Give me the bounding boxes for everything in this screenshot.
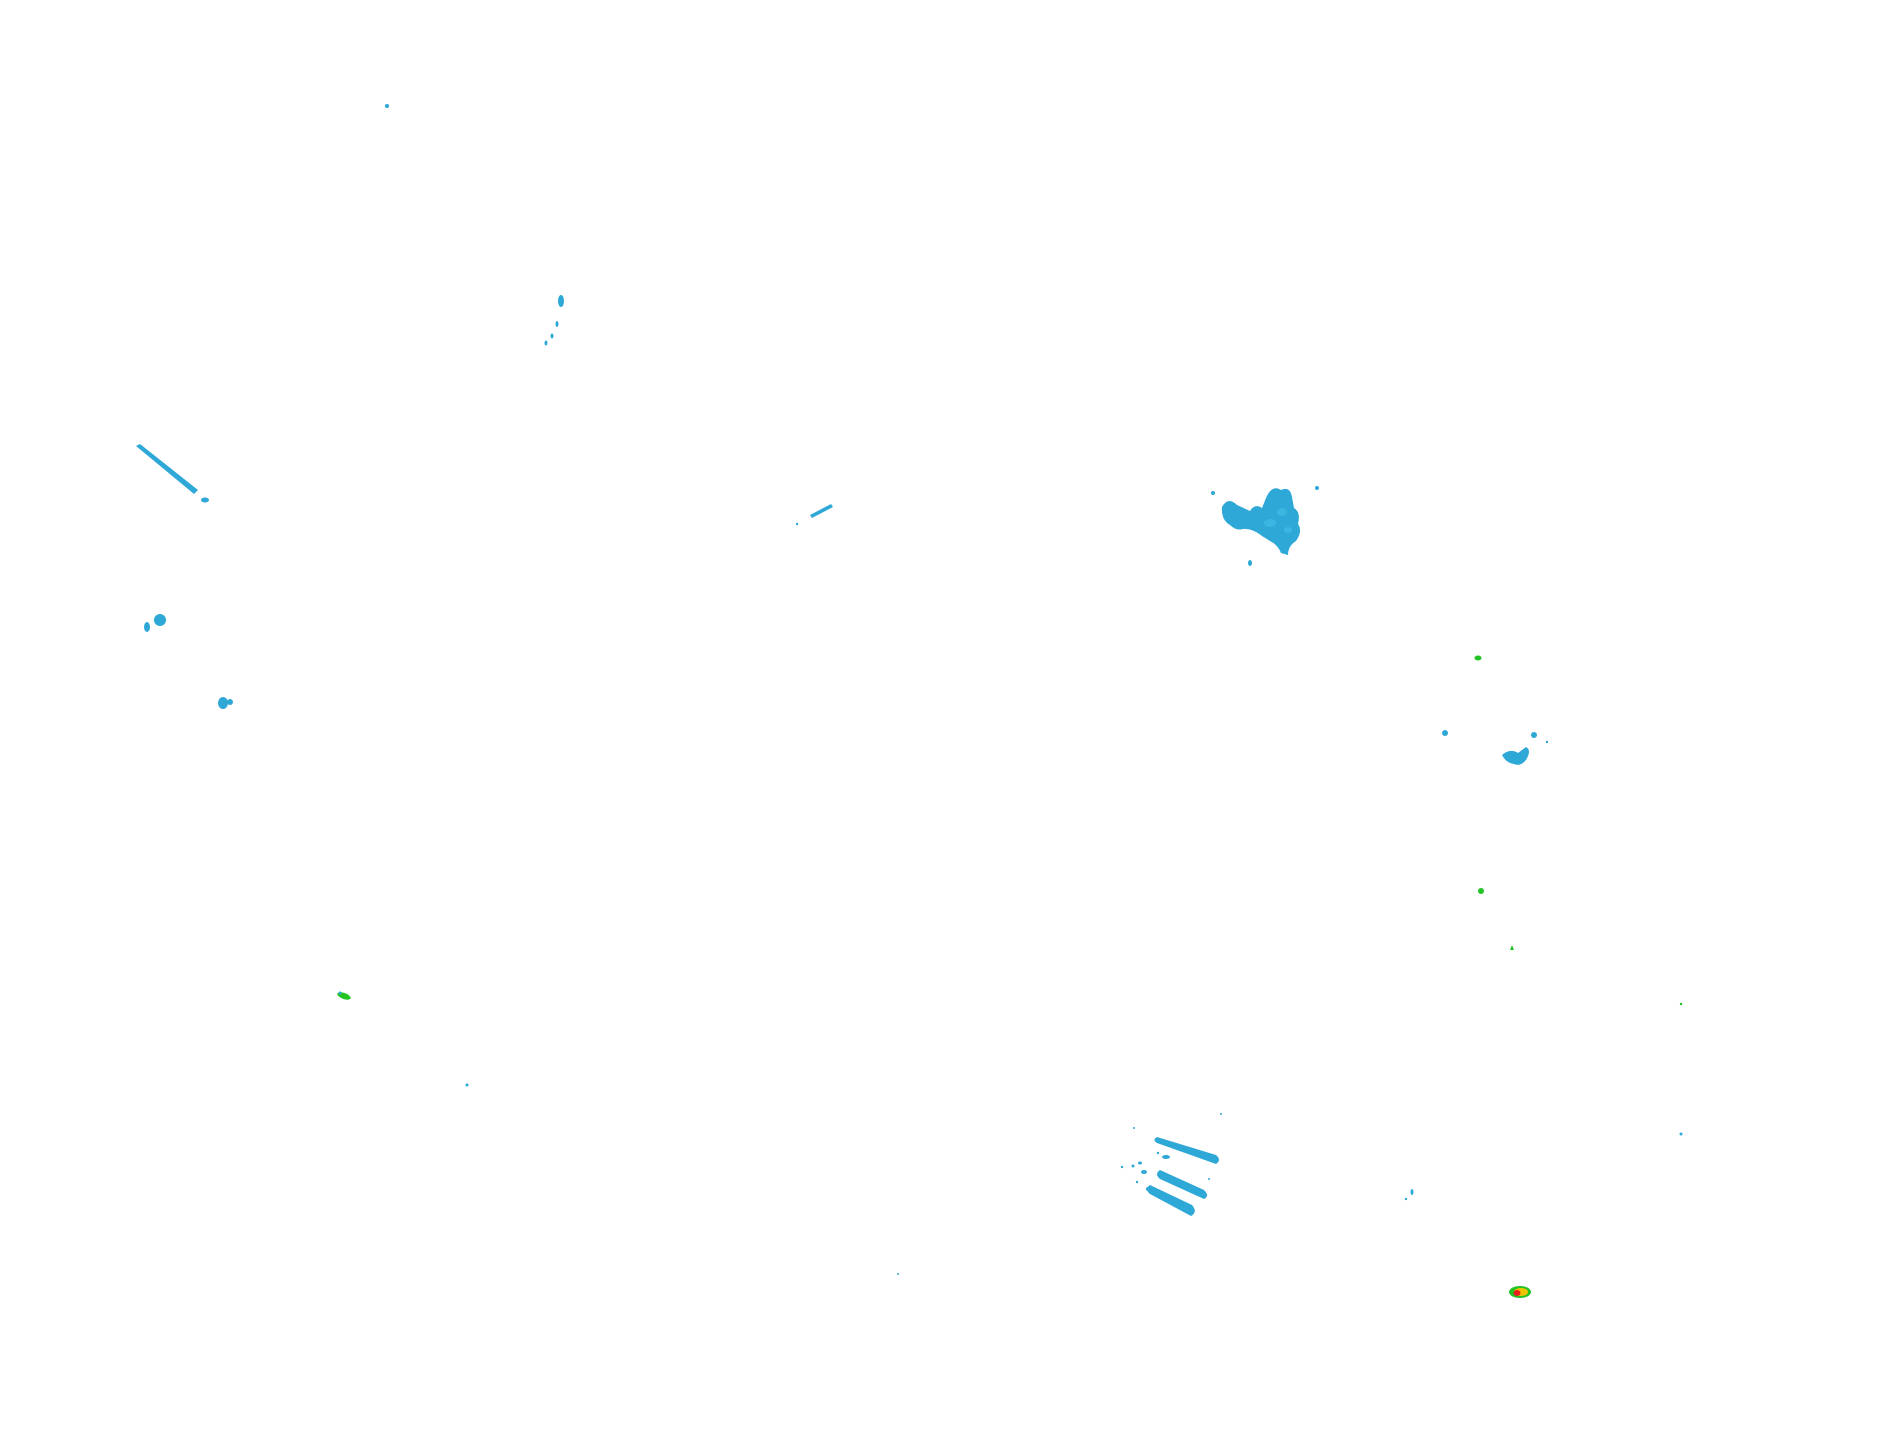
echo-cluster-10 xyxy=(1442,730,1549,765)
echo-cluster-2 xyxy=(544,295,564,346)
echo-cluster-17 xyxy=(1404,1189,1414,1201)
echo-cluster-16 xyxy=(1120,1113,1222,1216)
echo-storm-cell-18 xyxy=(1509,1286,1531,1298)
echo-streak-3 xyxy=(136,444,209,503)
echo-layer xyxy=(136,104,1683,1298)
echo-streak-4 xyxy=(795,504,833,526)
echo-cell-14 xyxy=(1679,1002,1683,1006)
echo-cluster-6 xyxy=(1211,486,1319,566)
echo-cell-1 xyxy=(385,104,389,108)
echo-cell-7 xyxy=(1474,655,1482,661)
echo-cell-9 xyxy=(1510,945,1514,950)
echo-cluster-5 xyxy=(144,614,233,709)
echo-cell-15 xyxy=(1679,1132,1683,1136)
echo-cell-12 xyxy=(465,1083,469,1087)
echo-cell-8 xyxy=(1478,888,1484,894)
echo-cell-13 xyxy=(897,1273,899,1275)
echo-cell-11 xyxy=(337,991,351,1000)
